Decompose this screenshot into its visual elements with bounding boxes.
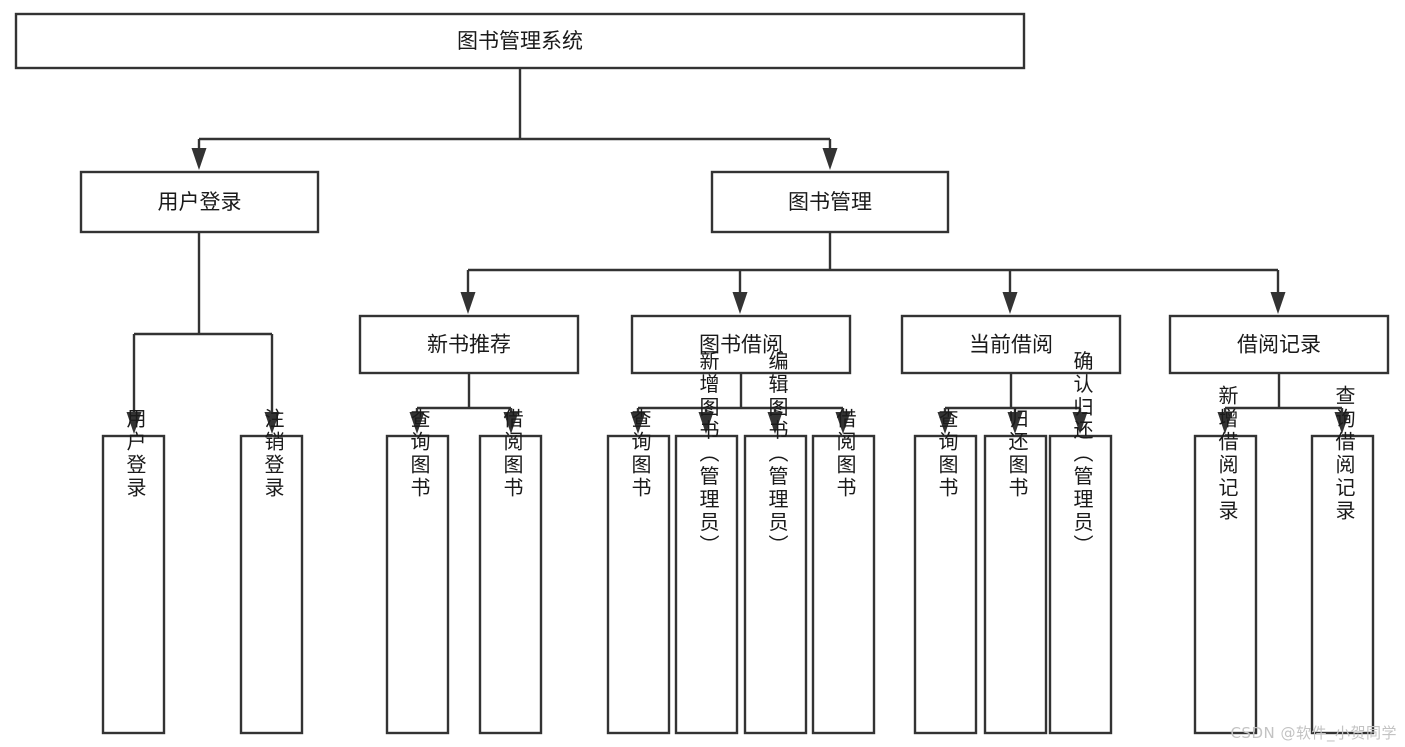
leaf-node-leaf-add-record[interactable]: 新增借阅记录 <box>1193 385 1258 735</box>
node-rect[interactable] <box>630 314 852 375</box>
node-label: 用户登录 <box>123 408 147 500</box>
leaf-node-leaf-confirm-return[interactable]: 确认归还（管理员） <box>1048 350 1113 735</box>
node-rect[interactable] <box>79 170 320 234</box>
connector-new-book-recommend-to-leaves <box>409 373 519 434</box>
node-rect[interactable] <box>710 170 950 234</box>
arrow-head-icon <box>126 412 142 434</box>
arrow-head-icon <box>822 148 838 170</box>
node-label: 借阅图书 <box>500 408 524 500</box>
arrow-head-icon <box>1270 292 1286 314</box>
node-label: 新增图书（管理员） <box>696 350 720 557</box>
arrow-head-icon <box>409 412 425 434</box>
node-label: 查询图书 <box>407 408 431 500</box>
arrow-head-icon <box>191 148 207 170</box>
csdn-watermark: CSDN @软件_小贺同学 <box>1230 724 1397 742</box>
connector-user-login-to-leaves <box>126 232 280 434</box>
node-label: 用户登录 <box>158 190 242 214</box>
arrow-head-icon <box>698 412 714 434</box>
node-rect[interactable] <box>1048 434 1113 735</box>
node-rect[interactable] <box>101 434 166 735</box>
arrow-head-icon <box>1072 412 1088 434</box>
arrow-head-icon <box>767 412 783 434</box>
arrow-head-icon <box>1217 412 1233 434</box>
level3-node-book-borrow[interactable]: 图书借阅 <box>630 314 852 375</box>
node-label: 图书管理 <box>788 190 872 214</box>
node-label: 查询图书 <box>628 408 652 500</box>
node-label: 归还图书 <box>1005 408 1029 500</box>
node-label: 新增借阅记录 <box>1215 385 1239 523</box>
node-rect[interactable] <box>478 434 543 735</box>
node-rect[interactable] <box>14 12 1026 70</box>
node-rect[interactable] <box>900 314 1122 375</box>
node-rect[interactable] <box>1310 434 1375 735</box>
level3-node-new-book-recommend[interactable]: 新书推荐 <box>358 314 580 375</box>
node-label: 图书管理系统 <box>457 29 583 53</box>
level3-node-borrow-record[interactable]: 借阅记录 <box>1168 314 1390 375</box>
node-rect[interactable] <box>983 434 1048 735</box>
connector-layer <box>126 68 1350 434</box>
connector-current-borrow-to-leaves <box>937 373 1088 434</box>
connector-book-borrow-to-leaves <box>630 373 851 434</box>
node-rect[interactable] <box>606 434 671 735</box>
node-rect[interactable] <box>1193 434 1258 735</box>
leaf-node-leaf-query-book-1[interactable]: 查询图书 <box>385 408 450 735</box>
level3-node-current-borrow[interactable]: 当前借阅 <box>900 314 1122 375</box>
node-rect[interactable] <box>358 314 580 375</box>
level2-node-user-login[interactable]: 用户登录 <box>79 170 320 234</box>
node-label: 确认归还（管理员） <box>1070 350 1094 557</box>
node-layer: 图书管理系统用户登录图书管理新书推荐图书借阅当前借阅借阅记录用户登录注销登录查询… <box>14 12 1390 735</box>
node-rect[interactable] <box>913 434 978 735</box>
arrow-head-icon <box>1002 292 1018 314</box>
arrow-head-icon <box>937 412 953 434</box>
leaf-node-leaf-query-book-2[interactable]: 查询图书 <box>606 408 671 735</box>
arrow-head-icon <box>732 292 748 314</box>
root-node-root[interactable]: 图书管理系统 <box>14 12 1026 70</box>
leaf-node-leaf-borrow-book-2[interactable]: 借阅图书 <box>811 408 876 735</box>
node-label: 查询借阅记录 <box>1332 385 1356 523</box>
node-label: 当前借阅 <box>969 333 1053 357</box>
leaf-node-leaf-add-book[interactable]: 新增图书（管理员） <box>674 350 739 735</box>
node-label: 编辑图书（管理员） <box>765 350 789 557</box>
node-label: 借阅记录 <box>1237 333 1321 357</box>
node-label: 查询图书 <box>935 408 959 500</box>
node-label: 借阅图书 <box>833 408 857 500</box>
connector-book-management-to-level3 <box>460 232 1286 314</box>
leaf-node-leaf-query-book-3[interactable]: 查询图书 <box>913 408 978 735</box>
leaf-node-leaf-logout[interactable]: 注销登录 <box>239 408 304 735</box>
connector-root-to-level2 <box>191 68 838 170</box>
node-label: 图书借阅 <box>699 333 783 357</box>
arrow-head-icon <box>503 412 519 434</box>
arrow-head-icon <box>460 292 476 314</box>
arrow-head-icon <box>1007 412 1023 434</box>
node-label: 注销登录 <box>261 408 285 500</box>
leaf-node-leaf-query-record[interactable]: 查询借阅记录 <box>1310 385 1375 735</box>
node-rect[interactable] <box>1168 314 1390 375</box>
leaf-node-leaf-return-book[interactable]: 归还图书 <box>983 408 1048 735</box>
arrow-head-icon <box>630 412 646 434</box>
node-label: 新书推荐 <box>427 333 511 357</box>
leaf-node-leaf-user-login[interactable]: 用户登录 <box>101 408 166 735</box>
node-rect[interactable] <box>385 434 450 735</box>
arrow-head-icon <box>835 412 851 434</box>
arrow-head-icon <box>1334 412 1350 434</box>
node-rect[interactable] <box>674 434 739 735</box>
leaf-node-leaf-edit-book[interactable]: 编辑图书（管理员） <box>743 350 808 735</box>
node-rect[interactable] <box>743 434 808 735</box>
node-rect[interactable] <box>811 434 876 735</box>
level2-node-book-management[interactable]: 图书管理 <box>710 170 950 234</box>
node-rect[interactable] <box>239 434 304 735</box>
leaf-node-leaf-borrow-book-1[interactable]: 借阅图书 <box>478 408 543 735</box>
connector-borrow-record-to-leaves <box>1217 373 1350 434</box>
arrow-head-icon <box>264 412 280 434</box>
